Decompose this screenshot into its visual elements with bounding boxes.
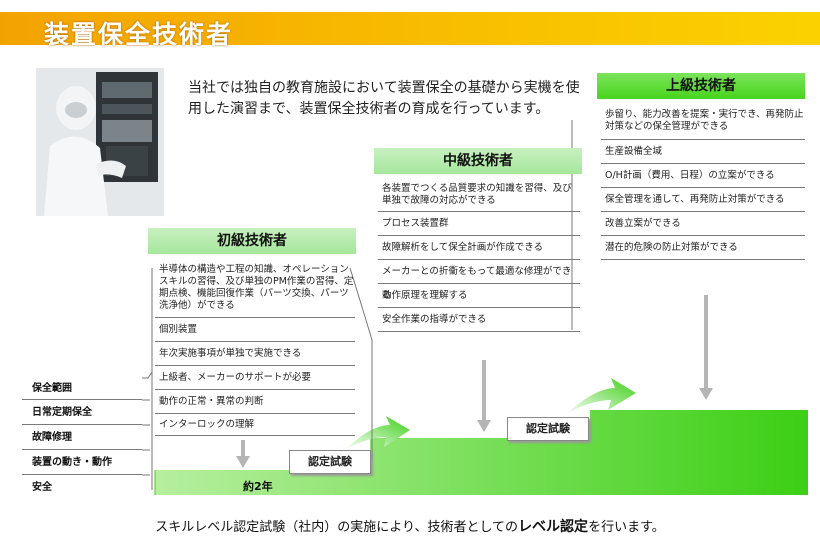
exam-box-2: 認定試験 bbox=[507, 417, 589, 441]
advanced-item: 生産設備全域 bbox=[601, 140, 805, 164]
technician-photo-art bbox=[36, 68, 164, 216]
intermediate-item: メーカーとの折衝をもって最適な修理ができる bbox=[378, 260, 580, 301]
beginner-item: 年次実施事項が単独で実施できる bbox=[155, 342, 355, 366]
footer-post: を行います。 bbox=[588, 520, 665, 535]
intermediate-item: 故障解析をして保全計画が作成できる bbox=[378, 236, 580, 260]
left-label: 安全 bbox=[32, 482, 52, 493]
advanced-items: 歩留り、能力改善を提案・実行でき、再発防止対策などの保全管理ができる 生産設備全… bbox=[601, 106, 805, 260]
left-labels: 保全範囲 日常定期保全 故障修理 装置の動き・動作 安全 bbox=[22, 378, 142, 500]
beginner-item: 動作の正常・異常の判断 bbox=[155, 390, 355, 414]
up-arrow bbox=[565, 378, 636, 415]
intermediate-item: 安全作業の指導ができる bbox=[378, 308, 580, 332]
level-title-intermediate: 中級技術者 bbox=[374, 148, 582, 174]
advanced-item: 保全管理を通して、再発防止対策ができる bbox=[601, 188, 805, 212]
intermediate-item: プロセス装置群 bbox=[378, 212, 580, 236]
title-bar bbox=[0, 12, 820, 45]
intermediate-item: 各装置でつくる品質要求の知識を習得、及び単独で故障の対応ができる bbox=[378, 180, 580, 212]
advanced-item: 潜在的危険の防止対策ができる bbox=[601, 236, 805, 260]
advanced-item: O/H計画（費用、日程）の立案ができる bbox=[601, 164, 805, 188]
up-arrow bbox=[345, 416, 410, 450]
footer-bold: レベル認定 bbox=[518, 519, 589, 535]
down-arrow bbox=[477, 420, 491, 432]
level-title-advanced: 上級技術者 bbox=[597, 73, 805, 99]
page-title: 装置保全技術者 bbox=[44, 20, 234, 49]
down-arrow bbox=[704, 295, 708, 390]
intermediate-items: 各装置でつくる品質要求の知識を習得、及び単独で故障の対応ができる プロセス装置群… bbox=[378, 180, 580, 332]
left-label: 故障修理 bbox=[22, 425, 142, 450]
left-label: 日常定期保全 bbox=[22, 400, 142, 425]
footer-pre: スキルレベル認定試験（社内）の実施により、技術者としての bbox=[155, 520, 519, 535]
beginner-item: 上級者、メーカーのサポートが必要 bbox=[155, 366, 355, 390]
technician-photo bbox=[36, 68, 164, 216]
left-label: 保全範囲 bbox=[22, 378, 142, 400]
left-label: 装置の動き・動作 bbox=[22, 450, 142, 475]
exam-box-1: 認定試験 bbox=[289, 450, 371, 474]
down-arrow bbox=[241, 440, 245, 458]
duration-label: 約2年 bbox=[243, 480, 273, 493]
advanced-item: 歩留り、能力改善を提案・実行でき、再発防止対策などの保全管理ができる bbox=[601, 106, 805, 140]
beginner-items: 半導体の構造や工程の知識、オペレーションスキルの習得、及び単独のPM作業の習得、… bbox=[155, 260, 355, 436]
down-arrow bbox=[236, 456, 250, 468]
intermediate-item: 動作原理を理解する bbox=[378, 284, 580, 308]
advanced-item: 改善立案ができる bbox=[601, 212, 805, 236]
footer-text: スキルレベル認定試験（社内）の実施により、技術者としてのレベル認定を行います。 bbox=[0, 516, 820, 536]
beginner-item: 個別装置 bbox=[155, 318, 355, 342]
intro-text: 当社では独自の教育施設において装置保全の基礎から実機を使用した演習まで、装置保全… bbox=[188, 80, 580, 117]
down-arrow bbox=[699, 388, 713, 400]
down-arrow bbox=[482, 360, 486, 422]
beginner-item: インターロックの理解 bbox=[155, 414, 355, 436]
down-arrows bbox=[236, 295, 713, 468]
level-title-beginner: 初級技術者 bbox=[148, 228, 356, 254]
beginner-item: 半導体の構造や工程の知識、オペレーションスキルの習得、及び単独のPM作業の習得、… bbox=[155, 260, 355, 318]
